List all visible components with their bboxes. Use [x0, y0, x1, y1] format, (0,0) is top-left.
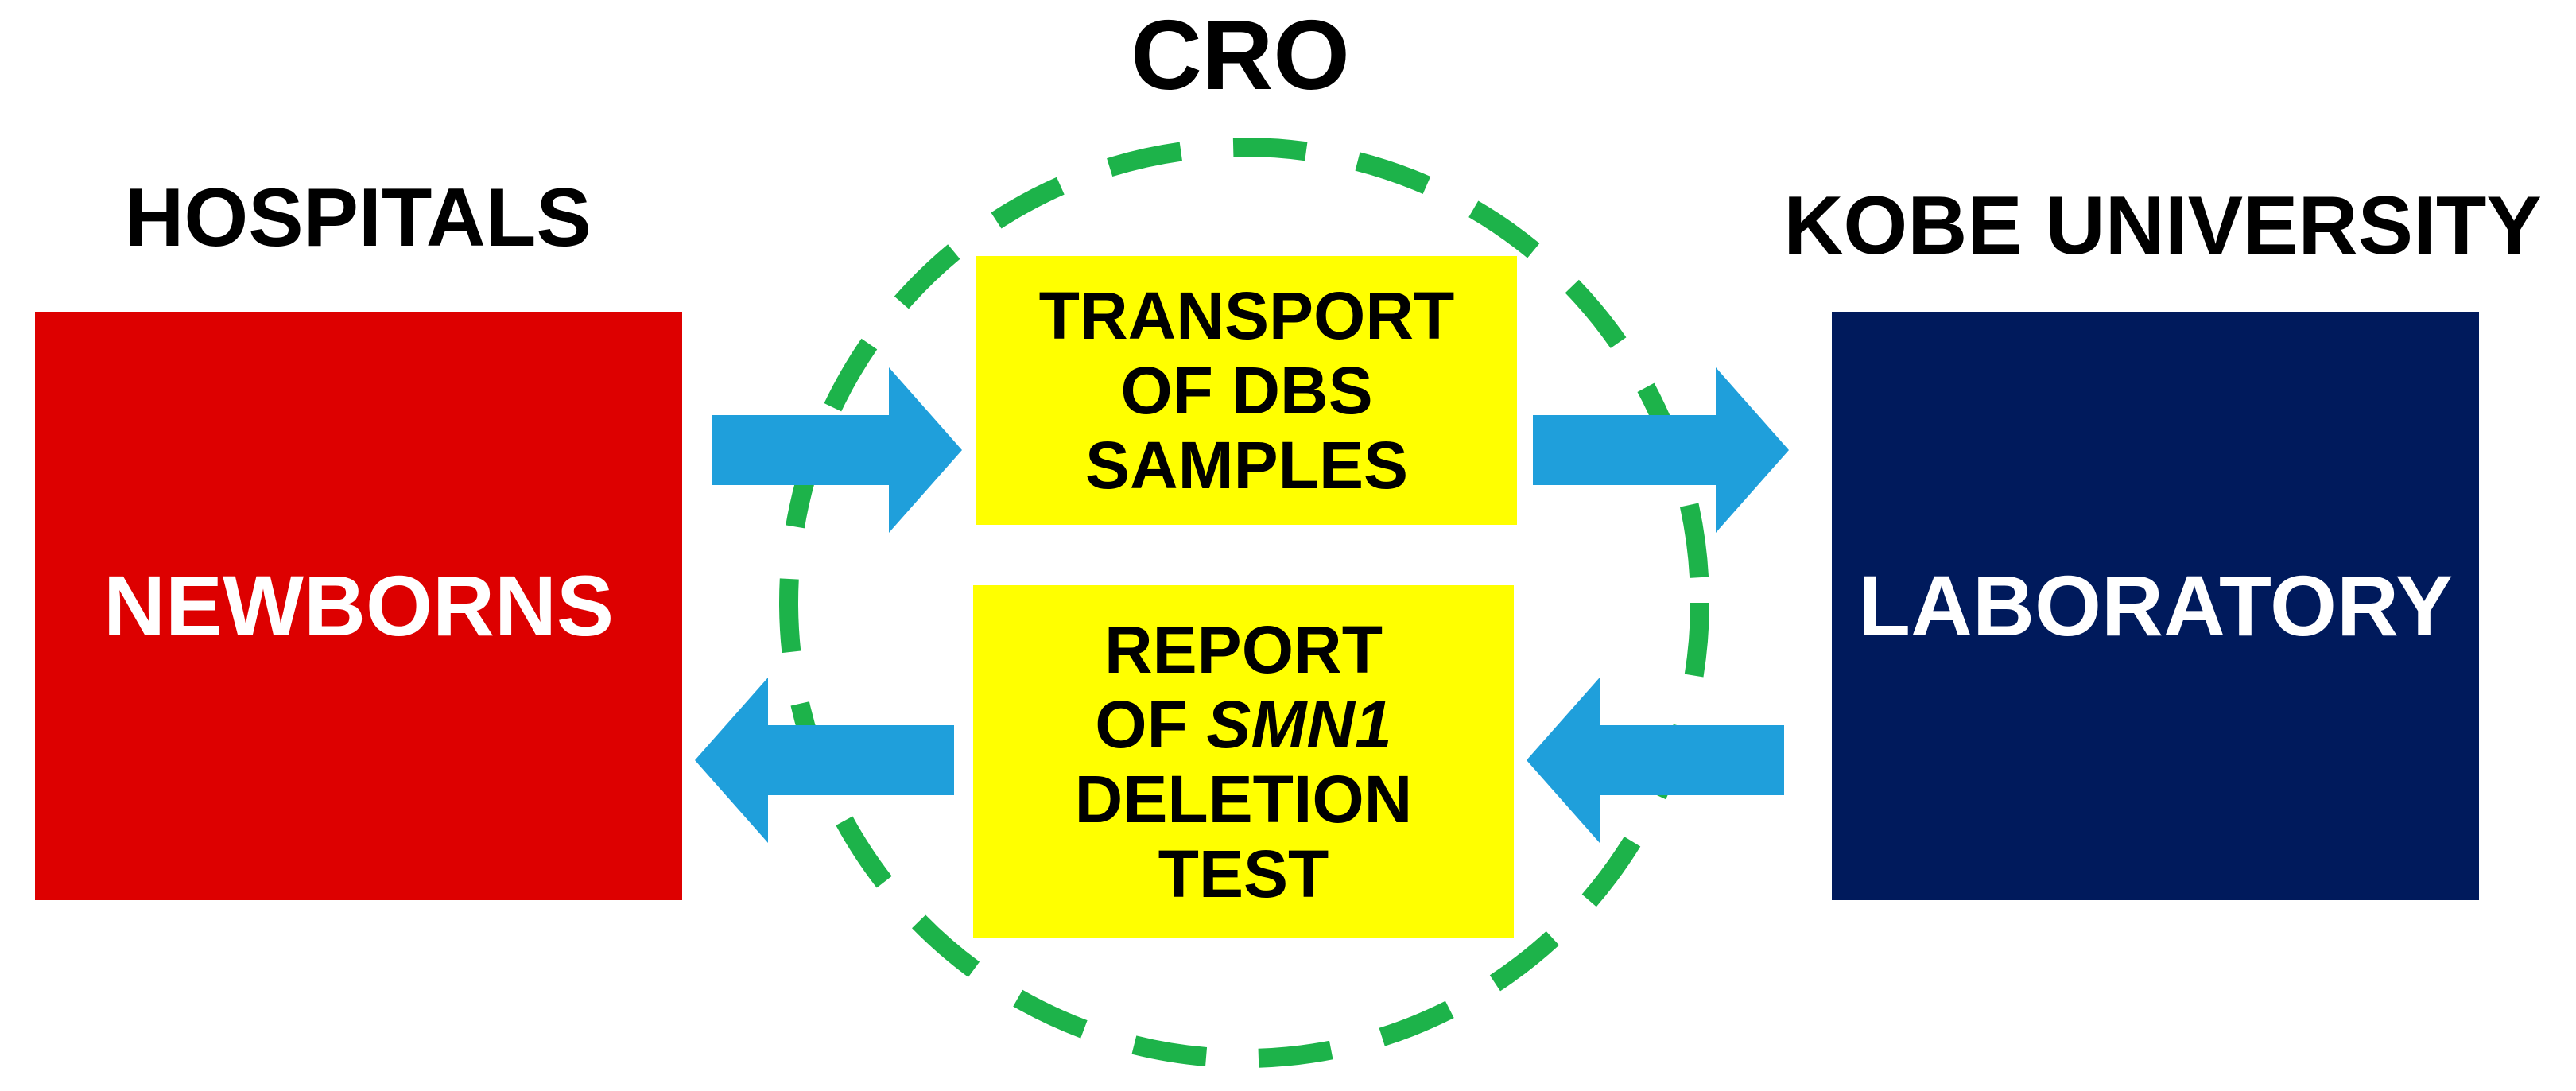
report-line-2: OF SMN1	[1095, 687, 1391, 762]
newborns-block: NEWBORNS	[35, 312, 682, 900]
report-line-4: TEST	[1158, 837, 1329, 912]
arrow-right-icon	[1533, 367, 1789, 533]
report-task-box: REPORT OF SMN1 DELETION TEST	[973, 585, 1514, 938]
arrow-right-icon	[712, 367, 962, 533]
report-line-1: REPORT	[1104, 612, 1383, 687]
transport-line-2: OF DBS	[1120, 352, 1373, 428]
kobe-university-heading: KOBE UNIVERSITY	[1783, 180, 2542, 272]
transport-line-1: TRANSPORT	[1038, 278, 1455, 353]
newborns-label: NEWBORNS	[103, 557, 614, 654]
arrow-left-icon	[695, 678, 954, 843]
laboratory-label: LABORATORY	[1858, 557, 2453, 654]
report-line-3: DELETION	[1074, 762, 1413, 837]
transport-task-box: TRANSPORT OF DBS SAMPLES	[976, 256, 1517, 525]
cro-heading: CRO	[1131, 1, 1350, 111]
report-line-2-prefix: OF	[1095, 686, 1207, 762]
transport-line-3: SAMPLES	[1084, 428, 1409, 503]
smn1-gene-label: SMN1	[1206, 686, 1392, 762]
arrow-left-icon	[1527, 678, 1784, 843]
hospitals-heading: HOSPITALS	[124, 172, 592, 264]
laboratory-block: LABORATORY	[1832, 312, 2479, 900]
